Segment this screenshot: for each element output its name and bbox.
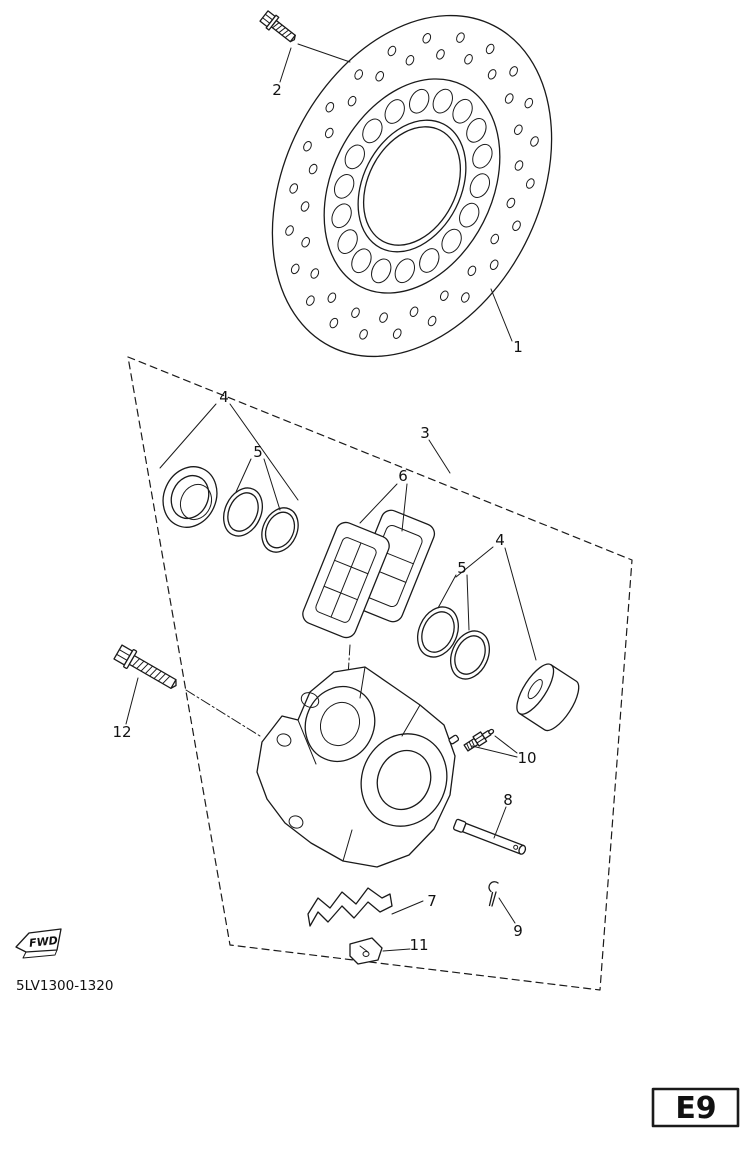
- bleed-screw: [463, 728, 495, 752]
- callout-6: 6: [398, 467, 408, 485]
- caliper-bolt: [113, 644, 177, 689]
- fwd-marker: FWD: [15, 928, 62, 959]
- page-ref-label: E9: [675, 1091, 716, 1126]
- brake-pad-front: [302, 521, 390, 639]
- cotter-pin: [488, 881, 499, 907]
- seals-right: [417, 606, 490, 680]
- callout-5-left: 5: [253, 443, 263, 461]
- disc-holes: [285, 32, 539, 340]
- bolt-centerline: [185, 689, 261, 737]
- callout-11: 11: [409, 936, 428, 954]
- diagram-code: 5LV1300-1320: [16, 978, 113, 994]
- pad-spring: [307, 887, 393, 927]
- callout-4-left: 4: [219, 388, 229, 406]
- bleed-screw-cap: [448, 734, 460, 745]
- piston-left: [162, 466, 218, 528]
- callout-7: 7: [427, 892, 437, 910]
- page-ref-box: E9: [651, 1087, 740, 1128]
- callout-9: 9: [513, 922, 523, 940]
- caliper-body: [256, 666, 456, 868]
- callout-5-right: 5: [457, 559, 467, 577]
- callout-10: 10: [517, 749, 536, 767]
- seals-left: [223, 487, 299, 553]
- clip-plate: [349, 937, 383, 965]
- leader-lines: [125, 43, 537, 952]
- piston-right: [516, 663, 580, 732]
- assembly-boundary: [127, 356, 633, 991]
- callout-1: 1: [513, 338, 523, 356]
- callout-3: 3: [420, 424, 430, 442]
- fwd-label: FWD: [28, 934, 58, 950]
- callout-8: 8: [503, 791, 513, 809]
- callout-2: 2: [272, 81, 282, 99]
- brake-disc: [271, 14, 553, 358]
- callouts: 1 2 3 4 5 6 4 5 7 8 9 10 11 12: [112, 81, 536, 954]
- pad-pin: [452, 818, 527, 855]
- disc-bolt: [259, 10, 296, 43]
- callout-4-right: 4: [495, 531, 505, 549]
- callout-12: 12: [112, 723, 131, 741]
